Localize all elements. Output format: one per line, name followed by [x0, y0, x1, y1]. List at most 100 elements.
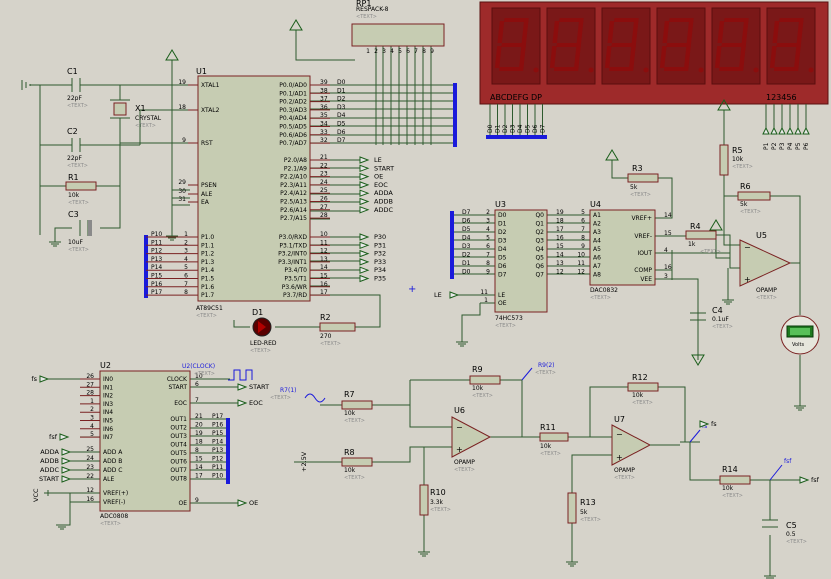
r9-ref: R9 — [472, 365, 483, 374]
u2-right-pin-number: 6 — [195, 381, 199, 388]
u1-p1-net: P10 — [151, 231, 162, 238]
decimal-point — [533, 67, 539, 73]
net-arrow-icon — [359, 164, 370, 173]
r3-resistor[interactable]: R3 5k <TEXT> — [627, 164, 659, 198]
u1-p0-pin-number: 33 — [320, 129, 328, 136]
u2-out-net: P14 — [212, 439, 223, 446]
u2-out-net: P13 — [212, 447, 223, 454]
clock-source[interactable]: U2(CLOCK) <TEXT> — [182, 363, 253, 381]
output-probes[interactable]: fs fsf — [689, 423, 792, 481]
u1-p3-pin-name: P3.6/WR — [282, 284, 307, 291]
u7-opamp[interactable]: − + U7 OPAMP <TEXT> — [611, 415, 680, 481]
r7-resistor[interactable]: R7 10k <TEXT> — [341, 390, 373, 424]
u5-ref: U5 — [756, 231, 767, 240]
c2-capacitor[interactable]: C2 22pF <TEXT> — [62, 127, 92, 169]
segment — [662, 21, 670, 43]
u1-p0-net: D5 — [337, 121, 346, 128]
u1-p3-pin-number: 13 — [320, 256, 328, 263]
rp1-body[interactable] — [351, 23, 445, 47]
u1-ref: U1 — [196, 67, 207, 76]
r6-resistor[interactable]: R6 5k <TEXT> — [737, 182, 771, 215]
u2-adc[interactable]: U2 ADC0808 <TEXT> IN026IN127IN228IN31IN4… — [80, 361, 223, 527]
r9-value: 10k — [472, 385, 484, 392]
decimal-point — [808, 67, 814, 73]
voltmeter[interactable]: Volts — [780, 315, 820, 355]
u1-p2-net-label: OE — [374, 173, 383, 181]
d1-led[interactable]: D1 LED-RED <TEXT> — [250, 308, 277, 354]
display-seg-label: D2 — [502, 124, 509, 133]
u1-p2-net-label: LE — [374, 156, 382, 164]
c4-text: <TEXT> — [712, 324, 733, 330]
segment — [739, 46, 746, 68]
display-left-label: ABCDEFG DP — [490, 93, 542, 102]
sine-source[interactable]: R7(1) <TEXT> — [270, 387, 326, 403]
segment — [796, 21, 804, 43]
r6-ref: R6 — [740, 182, 751, 191]
r3-text: <TEXT> — [630, 192, 651, 198]
svg-text:−: − — [456, 423, 463, 432]
u4-right-pin-name: VEE — [640, 276, 652, 283]
u3-d-pin-name: D4 — [498, 246, 507, 253]
r12-resistor[interactable]: R12 10k <TEXT> — [627, 373, 659, 406]
u4-a-pin-number: 5 — [581, 209, 585, 216]
u1-p3-net-label: P31 — [374, 241, 386, 249]
u2-ctrl-pin-number: 23 — [86, 464, 94, 471]
u2-out-pin-name: OUT3 — [170, 433, 187, 440]
u1-pin-name: XTAL2 — [201, 107, 220, 114]
u2-in-pin-name: IN6 — [103, 426, 113, 433]
r8-resistor[interactable]: R8 10k <TEXT> — [341, 448, 373, 481]
u3-q-pin-name: Q5 — [535, 255, 544, 262]
segment — [769, 46, 777, 68]
c3-capacitor[interactable]: C3 10uF <TEXT> — [68, 210, 92, 253]
u1-microcontroller[interactable]: U1 AT89C51 <TEXT> XTAL119XTAL218RST9PSEN… — [146, 67, 394, 319]
r9-probe-label: R9(2) — [538, 362, 555, 369]
probe-icon — [521, 367, 533, 381]
r10-resistor[interactable]: R10 3.3k <TEXT> — [419, 484, 451, 516]
u1-body[interactable] — [197, 75, 311, 302]
voltmeter-unit: Volts — [792, 342, 804, 348]
c1-capacitor[interactable]: C1 22pF <TEXT> — [62, 67, 92, 109]
r1-resistor[interactable]: R1 10k <TEXT> — [65, 173, 97, 206]
c5-capacitor[interactable]: C5 0.5 <TEXT> — [762, 519, 807, 545]
segment — [614, 18, 639, 22]
u2-ctrl-pin-number: 24 — [86, 455, 94, 462]
u4-a-pin-number: 11 — [577, 260, 585, 267]
r8-value: 10k — [344, 467, 356, 474]
u4-a-pin-name: A7 — [593, 263, 601, 270]
u4-ref: U4 — [590, 200, 601, 209]
u4-right-pin-number: 4 — [664, 247, 668, 254]
u2-out-pin-number: 14 — [195, 464, 203, 471]
u2-ctrl-pin-name: ADD B — [103, 458, 122, 465]
u5-opamp[interactable]: − + U5 OPAMP <TEXT> — [739, 231, 792, 301]
c4-capacitor[interactable]: C4 0.1uF <TEXT> — [690, 306, 733, 330]
sine-wave-icon — [304, 393, 326, 403]
svg-text:−: − — [616, 430, 623, 439]
ground-icon — [49, 241, 61, 247]
r4-ref: R4 — [690, 222, 701, 231]
r11-resistor[interactable]: R11 10k <TEXT> — [539, 423, 569, 457]
r2-resistor[interactable]: R2 270 <TEXT> — [319, 313, 356, 347]
segment — [666, 43, 692, 47]
r12-text: <TEXT> — [632, 400, 653, 406]
u1-p3-pin-name: P3.0/RXD — [279, 234, 307, 241]
r4-resistor[interactable]: R4 1k <TEXT> — [685, 222, 721, 255]
u3-latch[interactable]: U3 74HC573 <TEXT> D02D7D13D6D24D5D35D4D4… — [434, 200, 564, 329]
u6-opamp[interactable]: − + U6 OPAMP <TEXT> — [451, 406, 492, 473]
net-arrow-icon — [237, 399, 248, 407]
u1-p1-pin-number: 6 — [184, 273, 188, 280]
u1-p0-pin-number: 37 — [320, 96, 328, 103]
r14-resistor[interactable]: R14 10k <TEXT> — [719, 465, 751, 499]
x1-crystal[interactable]: X1 CRYSTAL <TEXT> — [110, 99, 162, 129]
u4-dac[interactable]: U4 DAC0832 <TEXT> A15A26A37A48A59A610A71… — [577, 200, 671, 301]
power-arrow-icon — [605, 149, 619, 161]
u2-right-pin-number: 7 — [195, 397, 199, 404]
u3-d-pin-number: 7 — [486, 252, 490, 259]
r13-resistor[interactable]: R13 5k <TEXT> — [567, 492, 601, 524]
r9-resistor[interactable]: R9 10k <TEXT> R9(2) <TEXT> — [469, 362, 556, 399]
r5-resistor[interactable]: R5 10k <TEXT> — [719, 144, 753, 176]
segment — [608, 67, 634, 71]
